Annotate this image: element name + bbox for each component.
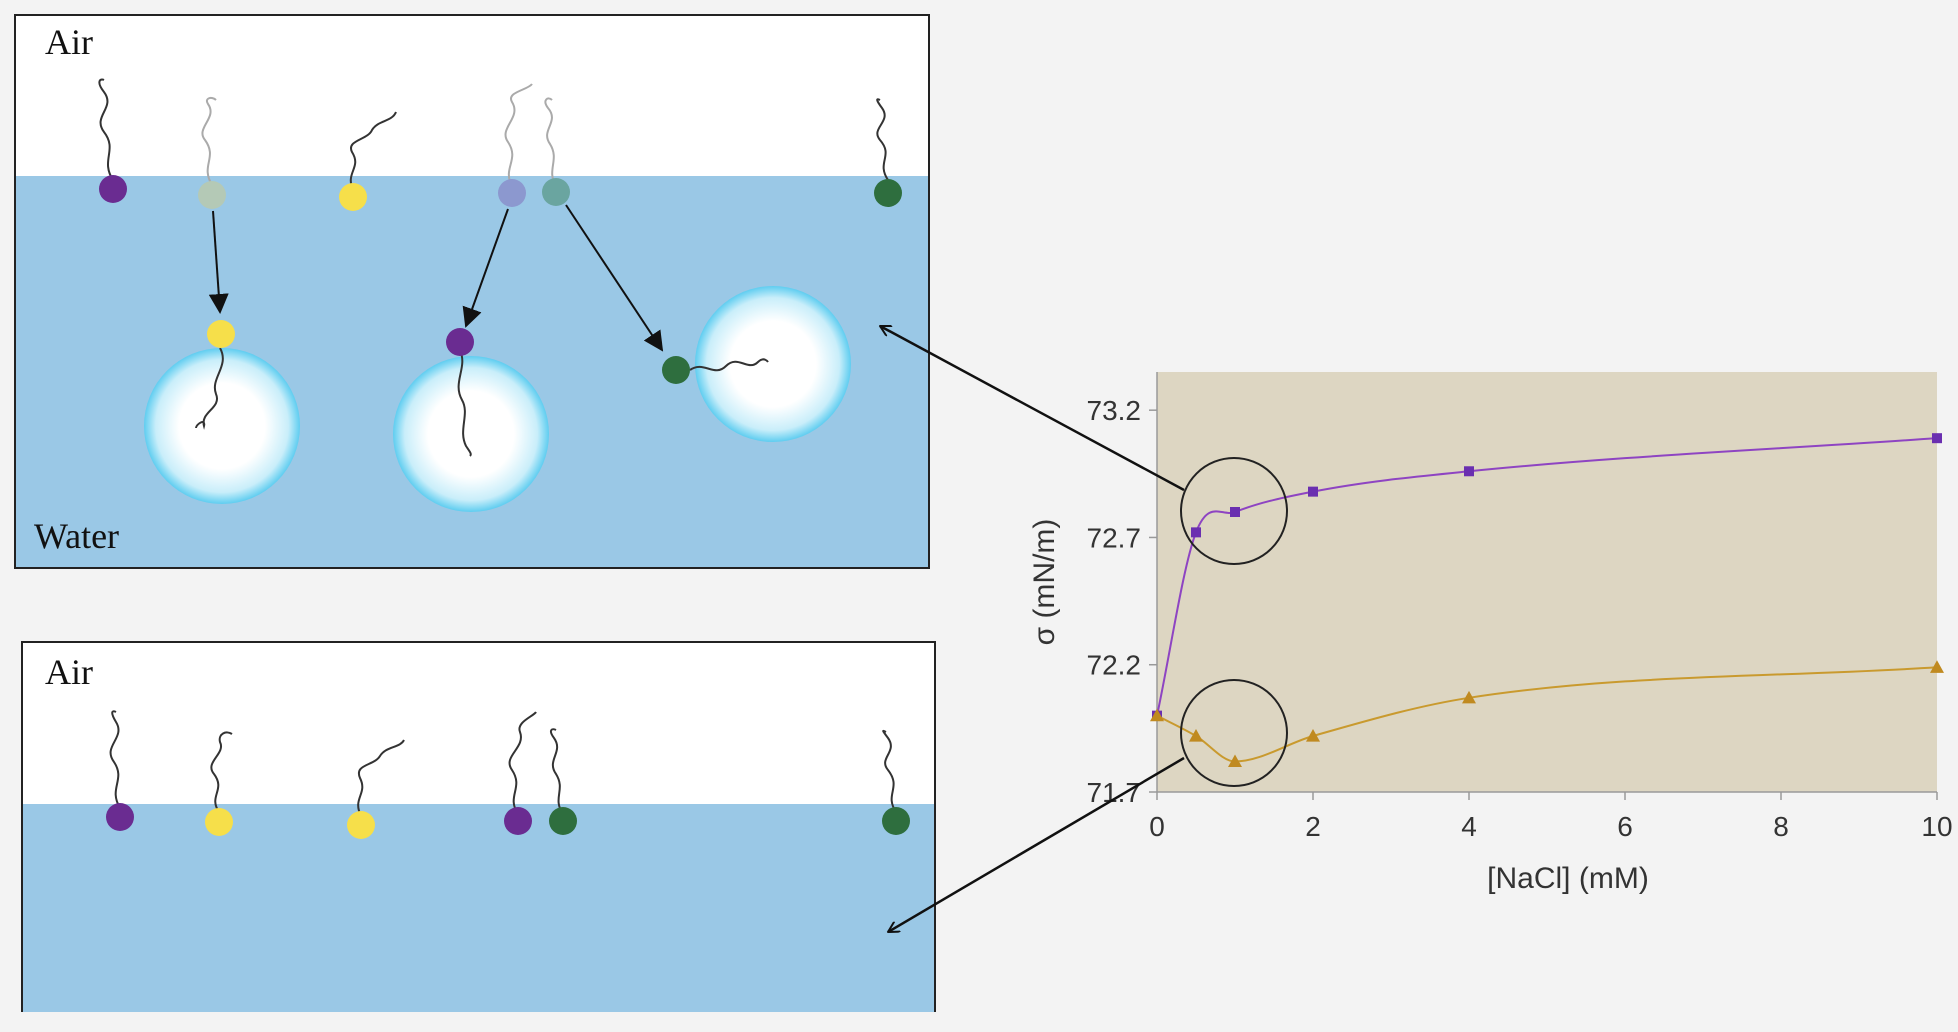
y-tick-label: 73.2 — [1087, 395, 1142, 426]
connector-arrow-to-top-panel — [880, 324, 1185, 492]
x-tick-label: 4 — [1461, 811, 1477, 842]
faded-green-head — [542, 178, 570, 206]
data-point-square — [1191, 527, 1201, 538]
data-point-triangle — [1462, 690, 1476, 704]
bubble — [144, 348, 300, 504]
top-panel: Air Water — [14, 14, 930, 569]
migration-arrow — [208, 210, 229, 314]
bottom-panel: Air — [21, 641, 936, 1012]
surfactant-tail-faded — [504, 83, 533, 187]
surfactant-tail-faded — [201, 96, 217, 186]
faded-purple-head — [498, 179, 526, 207]
surfactant-tail — [210, 731, 233, 813]
data-point-triangle — [1306, 729, 1320, 742]
top-panel-frame — [14, 14, 930, 569]
data-point-triangle — [1228, 754, 1242, 768]
bottom-air-label: Air — [45, 652, 93, 692]
bubble — [695, 286, 851, 442]
data-point-square — [1308, 486, 1318, 497]
faded-head — [198, 181, 226, 209]
data-point-square — [1464, 466, 1474, 477]
bottom-panel-water — [22, 804, 935, 1012]
green-head — [874, 179, 902, 207]
surfactant-tail — [508, 711, 537, 815]
x-tick-label: 8 — [1773, 811, 1789, 842]
series-layer — [1150, 433, 1944, 768]
data-point-triangle — [1150, 708, 1164, 722]
surfactant-tail — [882, 729, 897, 813]
yellow-head — [207, 320, 235, 348]
bottom-panel-frame — [21, 641, 936, 1012]
data-point-triangle — [1930, 660, 1944, 673]
y-axis-ticks: 71.7 72.2 72.7 73.2 — [1087, 395, 1157, 808]
purple-head — [504, 807, 532, 835]
surfactant-tail — [357, 739, 405, 817]
adsorbed-tail — [457, 349, 472, 457]
data-point-square — [1932, 433, 1942, 444]
adsorbed-tail — [689, 358, 769, 372]
data-point-square — [1230, 507, 1240, 517]
highlight-circle-upper — [1180, 457, 1288, 565]
green-head — [549, 807, 577, 835]
bubble — [393, 356, 549, 512]
x-axis-label: [NaCl] (mM) — [1487, 862, 1649, 895]
purple-head — [106, 803, 134, 831]
y-tick-label: 72.2 — [1087, 650, 1142, 681]
data-point-triangle — [1189, 729, 1203, 742]
y-tick-label: 72.7 — [1087, 522, 1142, 553]
migration-arrow — [565, 204, 664, 352]
highlight-circle-lower — [1180, 679, 1288, 787]
yellow-head — [347, 811, 375, 839]
connector-arrow-to-bottom-panel — [888, 756, 1185, 934]
yellow-head — [205, 808, 233, 836]
surfactant-tail — [876, 98, 889, 181]
y-axis-label: σ (mN/m) — [1028, 519, 1061, 646]
surfactant-tail — [109, 710, 121, 809]
green-head — [882, 807, 910, 835]
green-head — [662, 356, 690, 384]
top-air-label: Air — [45, 22, 93, 62]
migration-arrow — [462, 208, 509, 328]
x-tick-label: 0 — [1149, 811, 1165, 842]
x-axis-ticks: 0 2 4 6 8 10 — [1149, 792, 1953, 842]
water-label: Water — [34, 516, 119, 556]
surfactant-tail — [349, 111, 397, 191]
surfactant-tail-faded — [544, 97, 557, 187]
x-tick-label: 2 — [1305, 811, 1321, 842]
surfactant-tail — [98, 78, 114, 181]
surfactant-tail — [549, 728, 564, 815]
plot-area — [1157, 372, 1937, 792]
y-tick-label: 71.7 — [1087, 777, 1142, 808]
yellow-head — [339, 183, 367, 211]
purple-head — [446, 328, 474, 356]
adsorbed-tail — [195, 347, 224, 430]
x-tick-label: 10 — [1921, 811, 1952, 842]
purple-head — [99, 175, 127, 203]
chart: 71.7 72.2 72.7 73.2 0 2 4 6 8 10 [NaCl] (mM) σ (… — [1028, 372, 1953, 895]
x-tick-label: 6 — [1617, 811, 1633, 842]
